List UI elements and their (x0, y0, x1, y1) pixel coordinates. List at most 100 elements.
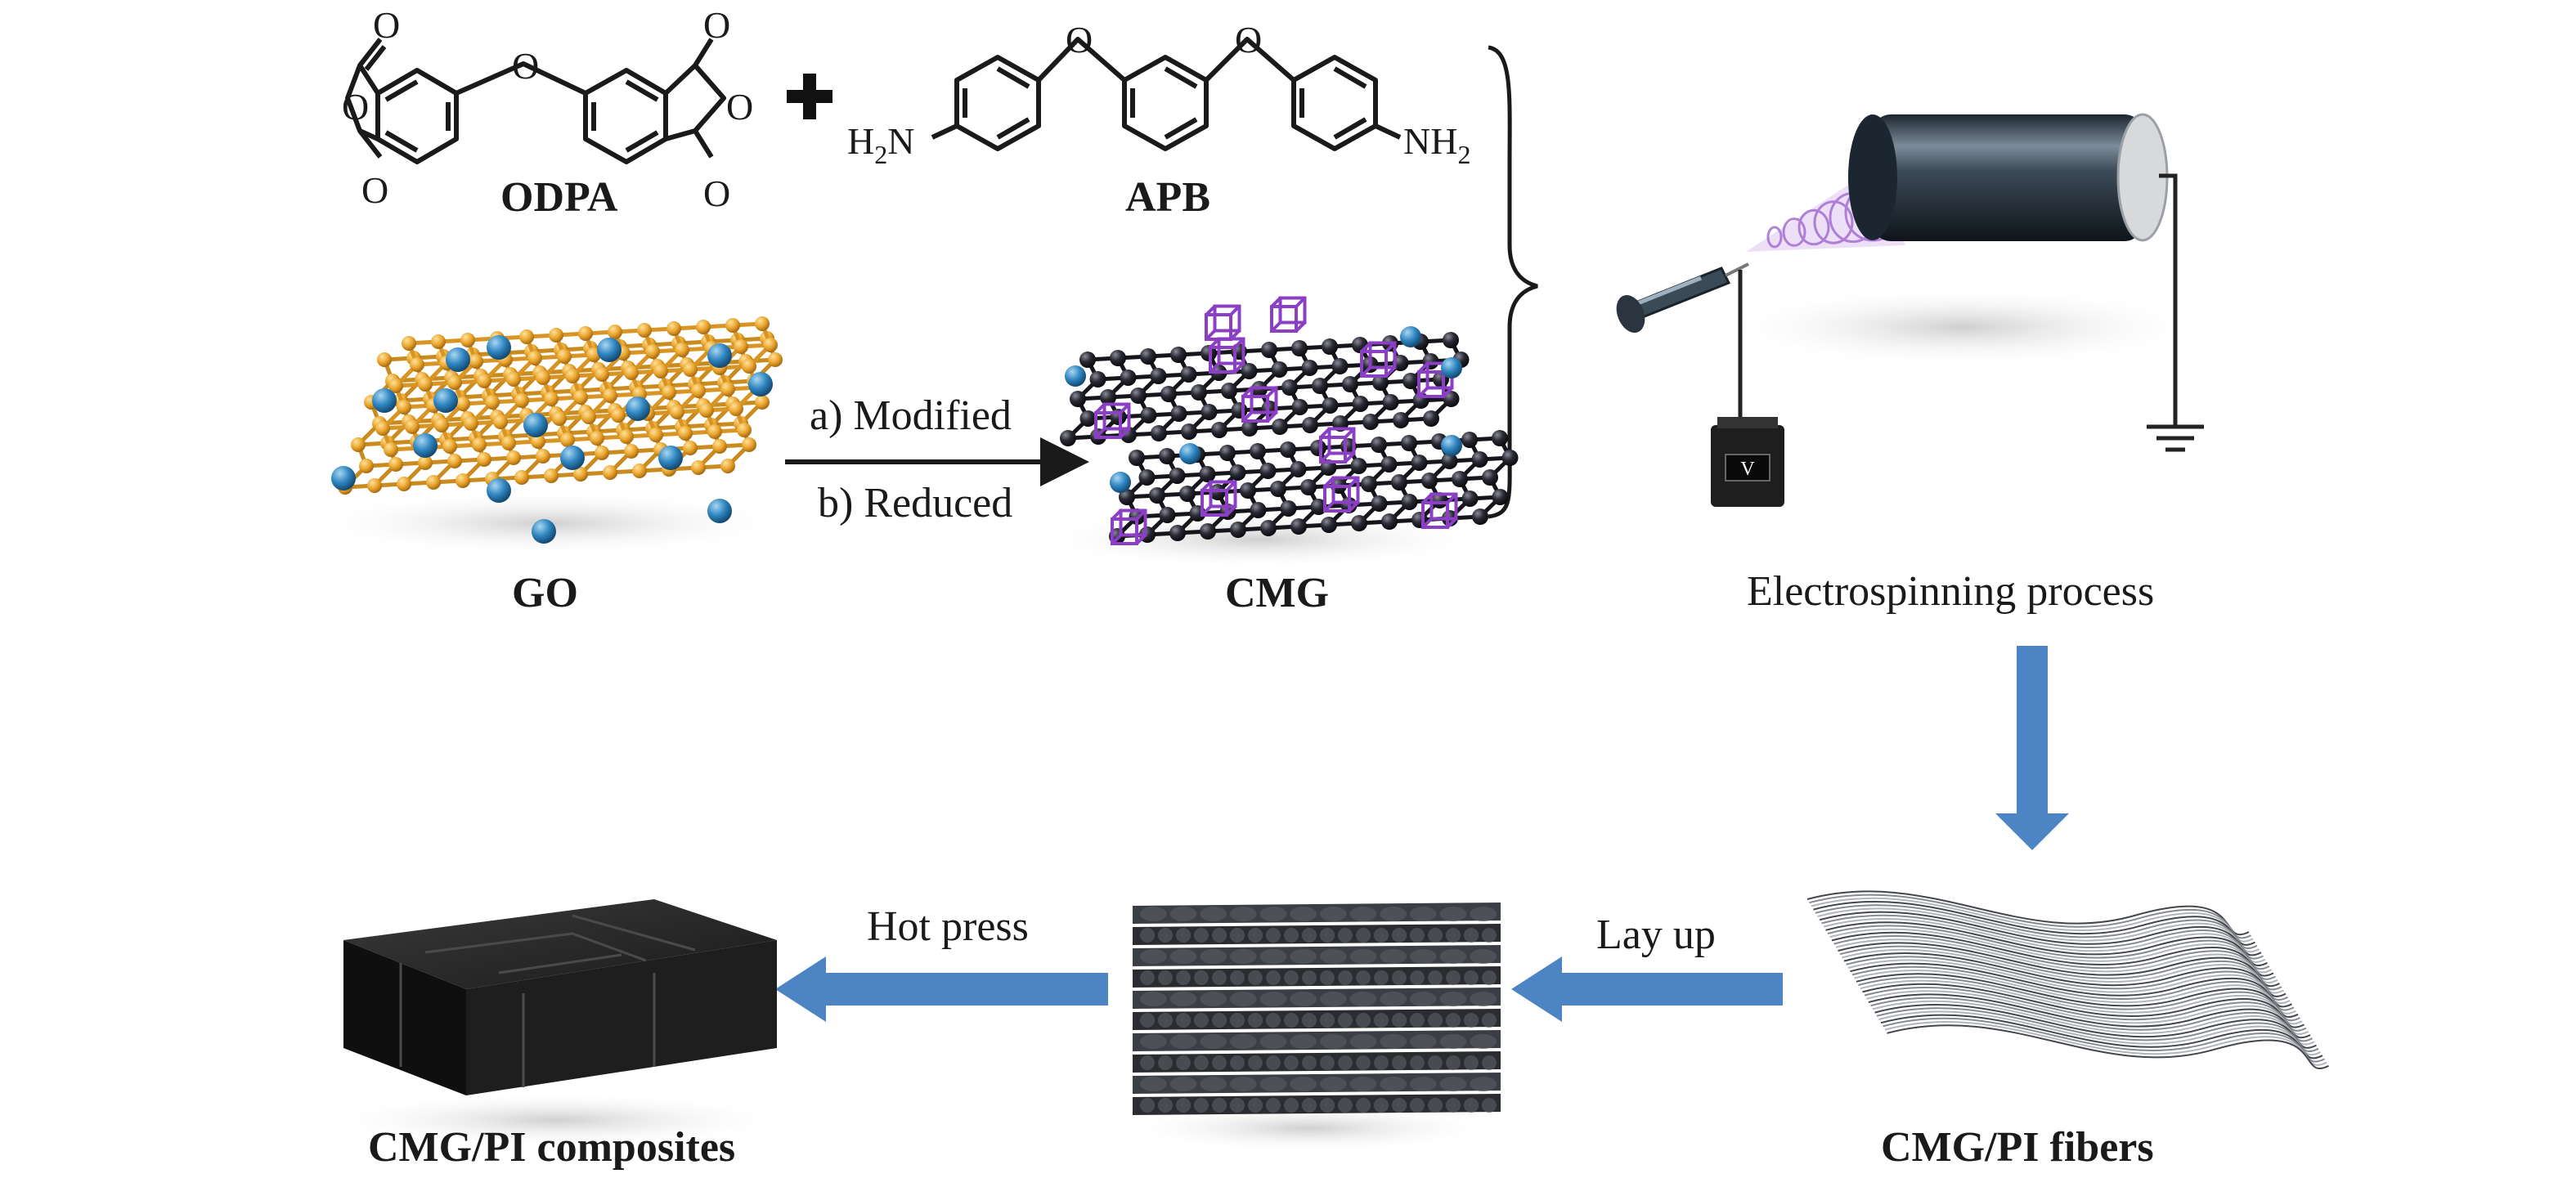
ply-rod (1266, 1055, 1281, 1070)
ply-rod (1248, 928, 1263, 943)
cmg-lower-atom (1290, 518, 1307, 535)
go-lower-atom (388, 457, 403, 472)
ply-rod (1302, 1098, 1317, 1113)
go-lower-atom (742, 437, 756, 452)
cmg-upper-atom (1100, 389, 1116, 405)
go-upper-atom (763, 338, 778, 352)
ply-rod (1356, 1013, 1371, 1028)
cmg-upper-atom (1170, 347, 1187, 363)
odpa-o7: O (703, 172, 730, 214)
go-lower-atom (536, 449, 550, 464)
cmg-upper-atom (1272, 419, 1288, 435)
oxygen-group (433, 388, 458, 413)
cmg-upper-atom (1393, 412, 1409, 428)
ply-rod (1439, 1034, 1467, 1049)
ply-rod (1380, 1077, 1407, 1091)
fiber-loop (1813, 200, 1854, 244)
ply-rod (1380, 1034, 1407, 1049)
go-upper-atom (608, 325, 622, 339)
ply-rod (1158, 970, 1173, 985)
ply-rod (1356, 1098, 1371, 1113)
go-upper-atom (531, 434, 545, 449)
cmg-upper-atom (1261, 342, 1277, 358)
ply-rod (1392, 970, 1407, 985)
go-upper-atom (624, 365, 639, 380)
ply-rod (1169, 1077, 1197, 1091)
go-lower-atom (514, 470, 529, 485)
ply-rod (1446, 1098, 1461, 1113)
go-lower-atom (359, 459, 374, 473)
hotpress-arrow (775, 956, 1108, 1022)
ply-rod (1230, 907, 1257, 921)
ply-rod (1410, 1098, 1425, 1113)
ply-rod (1140, 1034, 1167, 1049)
cmg-lower-atom (1138, 469, 1156, 486)
cmg-upper-atom (1200, 404, 1218, 420)
ply-rod (1320, 907, 1347, 921)
go-upper-atom (653, 364, 668, 378)
ply-rod (1176, 970, 1191, 985)
ply-rod (1428, 1055, 1443, 1070)
odpa-atoms: O O O O O O O (342, 4, 753, 214)
go-upper-atom (729, 401, 743, 416)
cmg-upper-atom (1241, 363, 1258, 379)
go-upper-atom (397, 400, 411, 414)
oxygen-group (1441, 435, 1462, 456)
go-upper-atom (675, 343, 689, 357)
go-upper-atom (405, 419, 420, 434)
fiber-mat (1806, 890, 2329, 1070)
ply-rod (1410, 1034, 1437, 1049)
cmg-upper-atom (1191, 384, 1207, 401)
go-lower-atom (768, 352, 783, 367)
ply-rod (1140, 992, 1167, 1006)
cmg-lower-atom (1250, 443, 1266, 459)
go-lower-atom (632, 464, 647, 478)
cmg-upper-atom (1423, 410, 1439, 427)
go-upper-atom (544, 392, 559, 406)
oxygen-group (658, 446, 683, 470)
go-upper-atom (691, 383, 706, 398)
go-lower-atom (755, 395, 770, 410)
go-lower-atom (720, 459, 735, 473)
ply-rod (1470, 1077, 1497, 1091)
go-upper-atom (560, 432, 575, 447)
go-upper-atom (442, 439, 457, 454)
ply-rod (1158, 1098, 1173, 1113)
ply-rod (1356, 970, 1371, 985)
go-upper-atom (375, 421, 390, 436)
ply-rod (1356, 1055, 1371, 1070)
ply-rod (1320, 1077, 1347, 1091)
cmg-upper-atom (1070, 391, 1086, 407)
apb-atoms: O O H2N NH2 (847, 19, 1470, 169)
go-lower-atom (367, 478, 382, 493)
ply-rod (1356, 928, 1371, 943)
fiber-strand (1887, 1024, 2329, 1070)
step-modified-label: a) Modified (810, 392, 1012, 439)
ply-rod (1446, 928, 1461, 943)
ply-rod (1320, 949, 1347, 964)
go-upper-atom (472, 437, 487, 452)
cmg-upper-atom (1382, 394, 1399, 410)
ply-layer (1133, 945, 1501, 966)
go-upper-atom (501, 436, 516, 450)
ply-rod (1284, 1055, 1299, 1070)
cmg-upper-atom (1291, 399, 1308, 415)
ply-rod (1320, 1013, 1335, 1028)
cmg-lower-atom (1300, 479, 1317, 495)
go-upper-atom (742, 359, 756, 374)
ply-rod (1194, 1055, 1209, 1070)
ply-rod (1410, 949, 1437, 964)
go-upper-atom (477, 374, 491, 388)
step-reduced-label: b) Reduced (818, 480, 1012, 526)
ply-rod (1428, 1098, 1443, 1113)
cmg-lower-atom (1492, 489, 1509, 505)
ply-rod (1464, 1055, 1479, 1070)
ply-layer (1133, 988, 1501, 1009)
go-lower-atom (506, 450, 521, 465)
cmg-label: CMG (1225, 570, 1329, 616)
odpa-o3: O (361, 169, 388, 211)
ply-rod (1482, 928, 1497, 943)
go-upper-atom (666, 321, 681, 336)
